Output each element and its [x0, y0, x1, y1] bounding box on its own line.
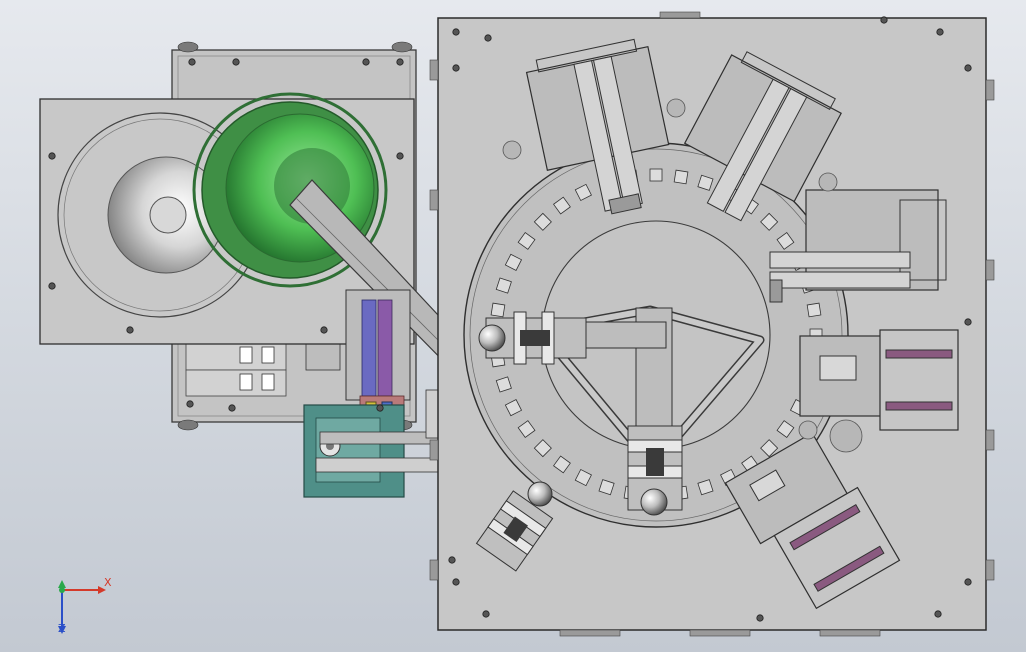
index-nest [649, 168, 663, 182]
index-nest [574, 183, 592, 202]
bolt-hole-icon [964, 578, 972, 586]
bolt-hole-icon [452, 64, 460, 72]
index-nest [806, 302, 822, 318]
station-module-top-left [525, 38, 670, 215]
station-module-bottom-right [724, 432, 901, 610]
bolt-hole-icon [320, 326, 328, 334]
bolt-hole-icon [448, 556, 456, 564]
bolt-hole-icon [376, 404, 384, 412]
bolt-hole-icon [934, 610, 942, 618]
triad-z-label: Z [58, 622, 66, 635]
bolt-hole-icon [228, 404, 236, 412]
index-nest [517, 420, 536, 438]
index-nest [553, 196, 571, 215]
index-nest [697, 174, 714, 191]
index-nest [495, 376, 512, 393]
index-nest [598, 479, 615, 496]
bolt-hole-icon [964, 64, 972, 72]
bolt-hole-icon [396, 58, 404, 66]
bolt-hole-icon [936, 28, 944, 36]
vibratory-bowl [192, 92, 481, 381]
bolt-hole-icon [396, 152, 404, 160]
index-nest [673, 169, 689, 185]
main-plate [429, 11, 995, 637]
index-nest [574, 468, 592, 487]
index-nest [490, 302, 506, 318]
bolt-hole-icon [232, 58, 240, 66]
station-gripper-bottom [627, 425, 683, 516]
bolt-hole-icon [48, 282, 56, 290]
station-module-right-lower [799, 329, 959, 431]
index-nest [504, 253, 523, 271]
bolt-hole-icon [452, 578, 460, 586]
bolt-hole-icon [188, 58, 196, 66]
station-gripper-lower-left [475, 490, 554, 572]
station-module-right [769, 189, 947, 303]
bolt-hole-icon [186, 400, 194, 408]
station-gripper-left [478, 311, 587, 365]
index-nest [553, 455, 571, 474]
bolt-hole-icon [452, 28, 460, 36]
bolt-hole-icon [48, 152, 56, 160]
bolt-hole-icon [964, 318, 972, 326]
bolt-hole-icon [126, 326, 134, 334]
bolt-hole-icon [362, 58, 370, 66]
triad-x-label: X [104, 576, 112, 589]
index-nest [760, 212, 779, 231]
index-nest [697, 479, 714, 496]
index-nest [776, 420, 795, 438]
index-nest [760, 439, 779, 458]
bolt-holes [48, 16, 972, 622]
station-module-top-right [683, 51, 842, 222]
bolt-hole-icon [880, 16, 888, 24]
bolt-hole-icon [756, 614, 764, 622]
index-nest [504, 399, 523, 417]
index-nest [533, 439, 552, 458]
coordinate-triad-icon: X Z [58, 576, 112, 635]
index-nest [776, 232, 795, 250]
index-nest [495, 277, 512, 294]
bolt-hole-icon [484, 34, 492, 42]
bolt-hole-icon [482, 610, 490, 618]
index-nest [517, 232, 536, 250]
index-nest [533, 212, 552, 231]
